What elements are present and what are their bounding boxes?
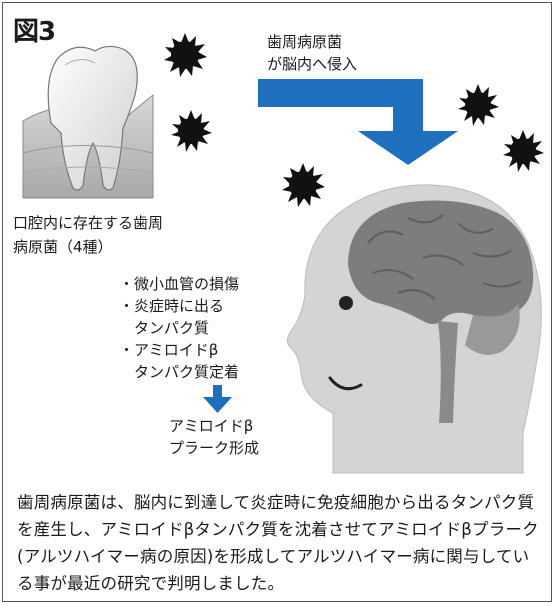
down-arrow-icon — [203, 385, 232, 413]
damage-list-item: タンパク質 — [119, 319, 210, 337]
damage-list-item: ・微小血管の損傷 — [119, 275, 240, 293]
plaque-result-line: アミロイドβ — [169, 417, 254, 435]
invasion-arrow — [258, 79, 458, 165]
invasion-caption-line: 歯周病原菌 — [267, 33, 343, 51]
head-illustration — [287, 184, 542, 474]
plaque-result-line: プラーク形成 — [169, 439, 260, 457]
damage-list: ・微小血管の損傷 ・炎症時に出る タンパク質 ・アミロイドβ タンパク質定着 — [119, 273, 239, 383]
eye-icon — [339, 296, 353, 310]
figure-label: 図3 — [13, 17, 56, 47]
bacterium-icon — [171, 110, 212, 152]
tooth-illustration — [22, 45, 154, 199]
illustration — [22, 33, 544, 474]
damage-list-item: ・アミロイドβ — [119, 341, 219, 359]
bacterium-icon — [503, 130, 544, 172]
summary-text: 歯周病原菌は、脳内に到達して炎症時に免疫細胞から出るタンパク質を産生し、アミロイ… — [17, 493, 539, 593]
damage-list-item: ・炎症時に出る — [119, 297, 225, 315]
tooth-caption: 口腔内に存在する歯周 病原菌（4種） — [13, 211, 163, 259]
smile-icon — [328, 376, 363, 391]
invasion-caption: 歯周病原菌 が脳内へ侵入 — [267, 31, 357, 75]
invasion-caption-line: が脳内へ侵入 — [267, 55, 358, 73]
figure-frame: 図3 歯周病原菌 が脳内へ侵入 口腔内に存在する歯周 病原菌（4種） ・微小血管… — [2, 2, 552, 602]
plaque-result: アミロイドβ プラーク形成 — [169, 415, 259, 459]
tooth-caption-line: 口腔内に存在する歯周 — [13, 214, 164, 232]
bacterium-icon — [458, 84, 499, 126]
damage-list-item: タンパク質定着 — [119, 363, 240, 381]
bacteria-group — [164, 33, 544, 207]
bacterium-icon — [282, 163, 325, 207]
bacterium-icon — [164, 33, 207, 77]
tooth-caption-line: 病原菌（4種） — [13, 238, 113, 256]
